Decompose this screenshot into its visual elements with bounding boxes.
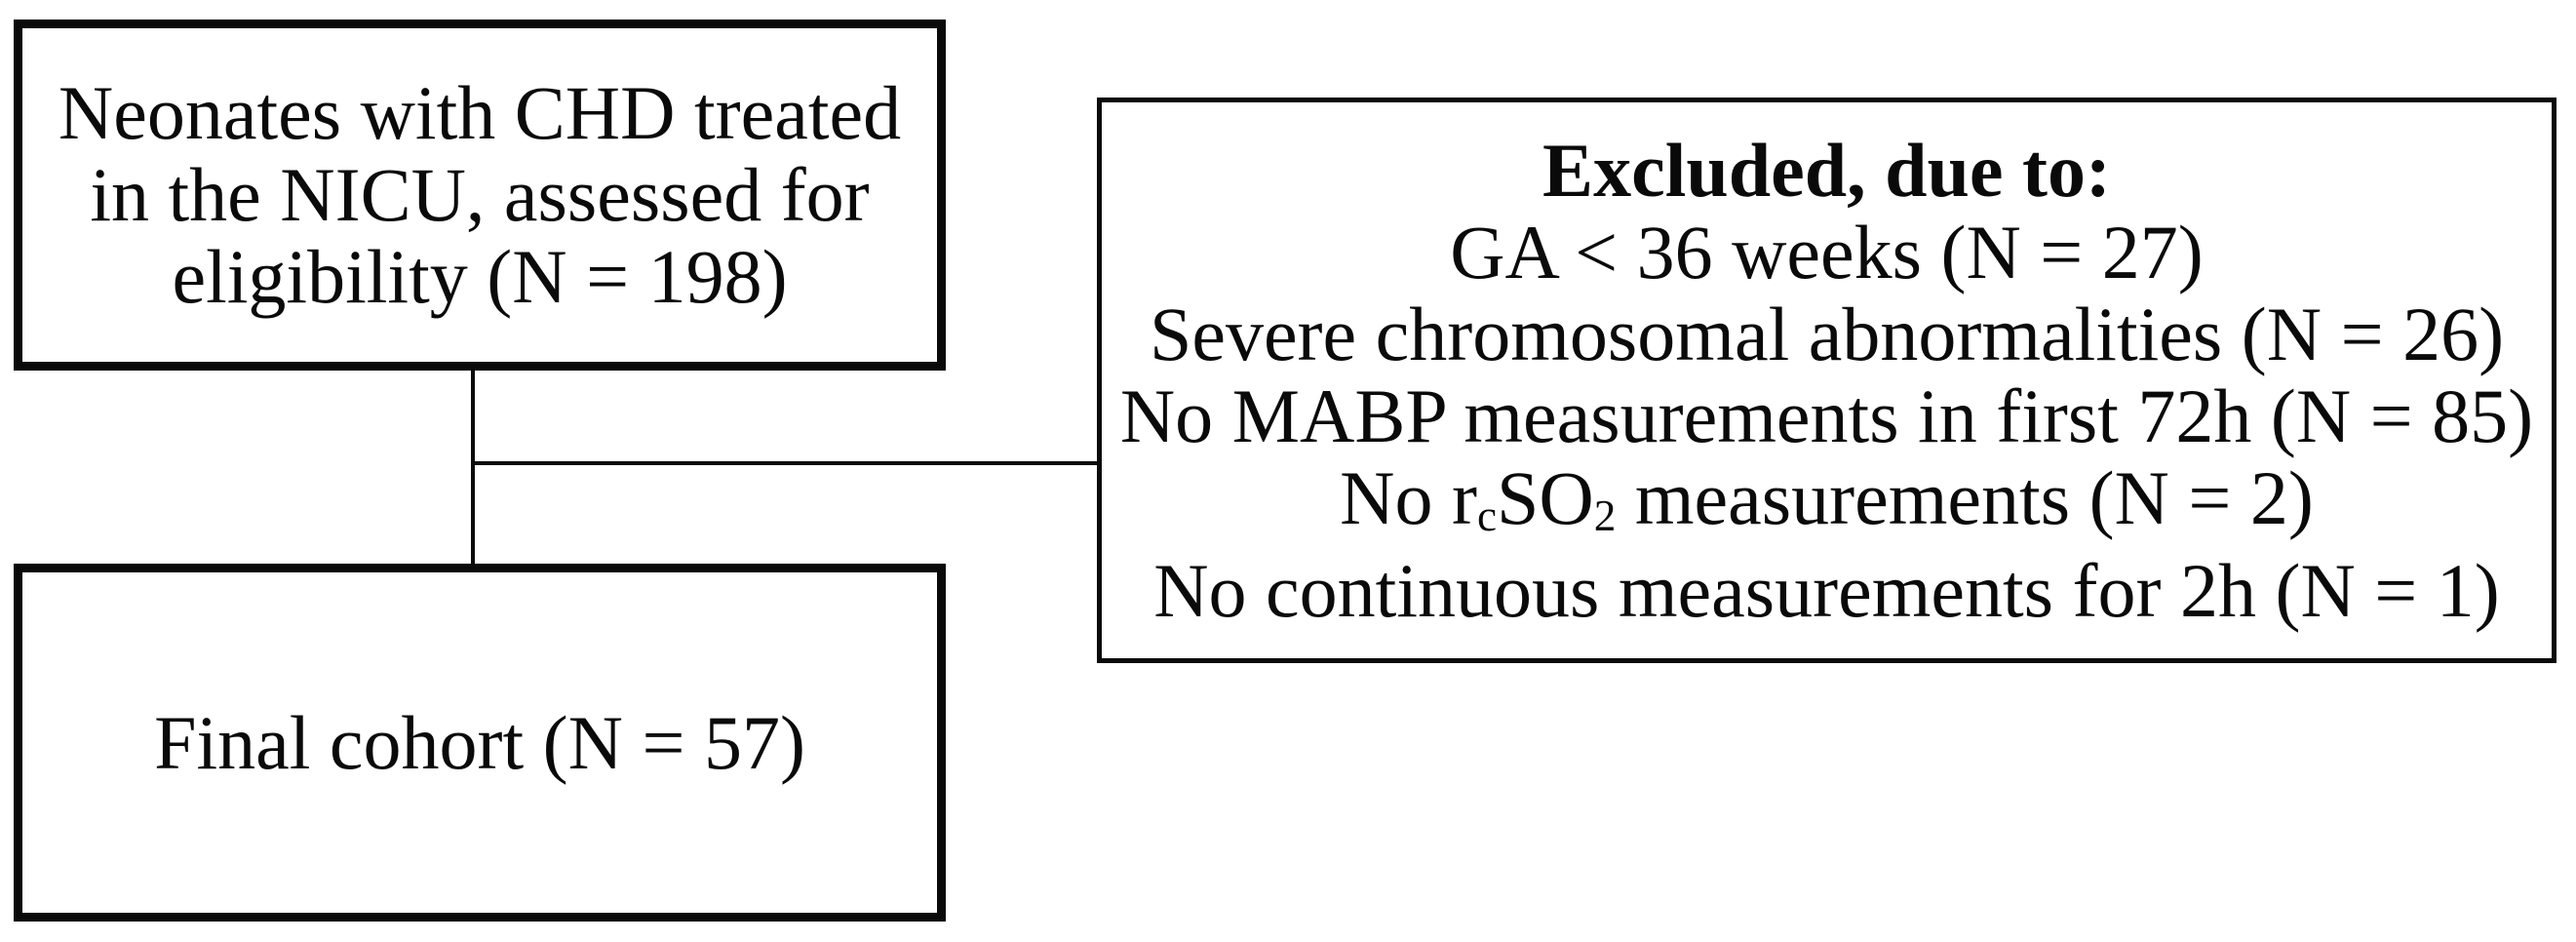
final-cohort-label: Final cohort (N = 57) [154, 699, 805, 785]
eligibility-line-3: eligibility (N = 198) [172, 234, 788, 319]
excluded-item-chromosomal: Severe chromosomal abnormalities (N = 26… [1149, 291, 2505, 376]
final-cohort-box: Final cohort (N = 57) [14, 564, 946, 922]
excluded-item-ga: GA < 36 weeks (N = 27) [1450, 209, 2204, 294]
rcso2-text-pre: No r [1340, 454, 1477, 540]
rcso2-text-post: measurements (N = 2) [1616, 454, 2314, 540]
rcso2-subscript-2: 2 [1593, 491, 1617, 540]
excluded-item-mabp: No MABP measurements in first 72h (N = 8… [1119, 373, 2534, 458]
connector-vertical-line [471, 371, 475, 564]
connector-horizontal-line [473, 461, 1097, 465]
excluded-title: Excluded, due to: [1542, 127, 2111, 213]
excluded-item-continuous: No continuous measurements for 2h (N = 1… [1153, 547, 2500, 633]
rcso2-subscript-c: c [1476, 491, 1498, 540]
eligibility-box: Neonates with CHD treated in the NICU, a… [14, 20, 946, 371]
eligibility-line-1: Neonates with CHD treated [58, 70, 902, 155]
eligibility-line-2: in the NICU, assessed for [90, 152, 870, 237]
rcso2-text-mid: SO [1497, 454, 1594, 540]
excluded-item-rcso2: No rcSO2 measurements (N = 2) [1340, 454, 2314, 550]
excluded-box: Excluded, due to: GA < 36 weeks (N = 27)… [1097, 98, 2556, 663]
